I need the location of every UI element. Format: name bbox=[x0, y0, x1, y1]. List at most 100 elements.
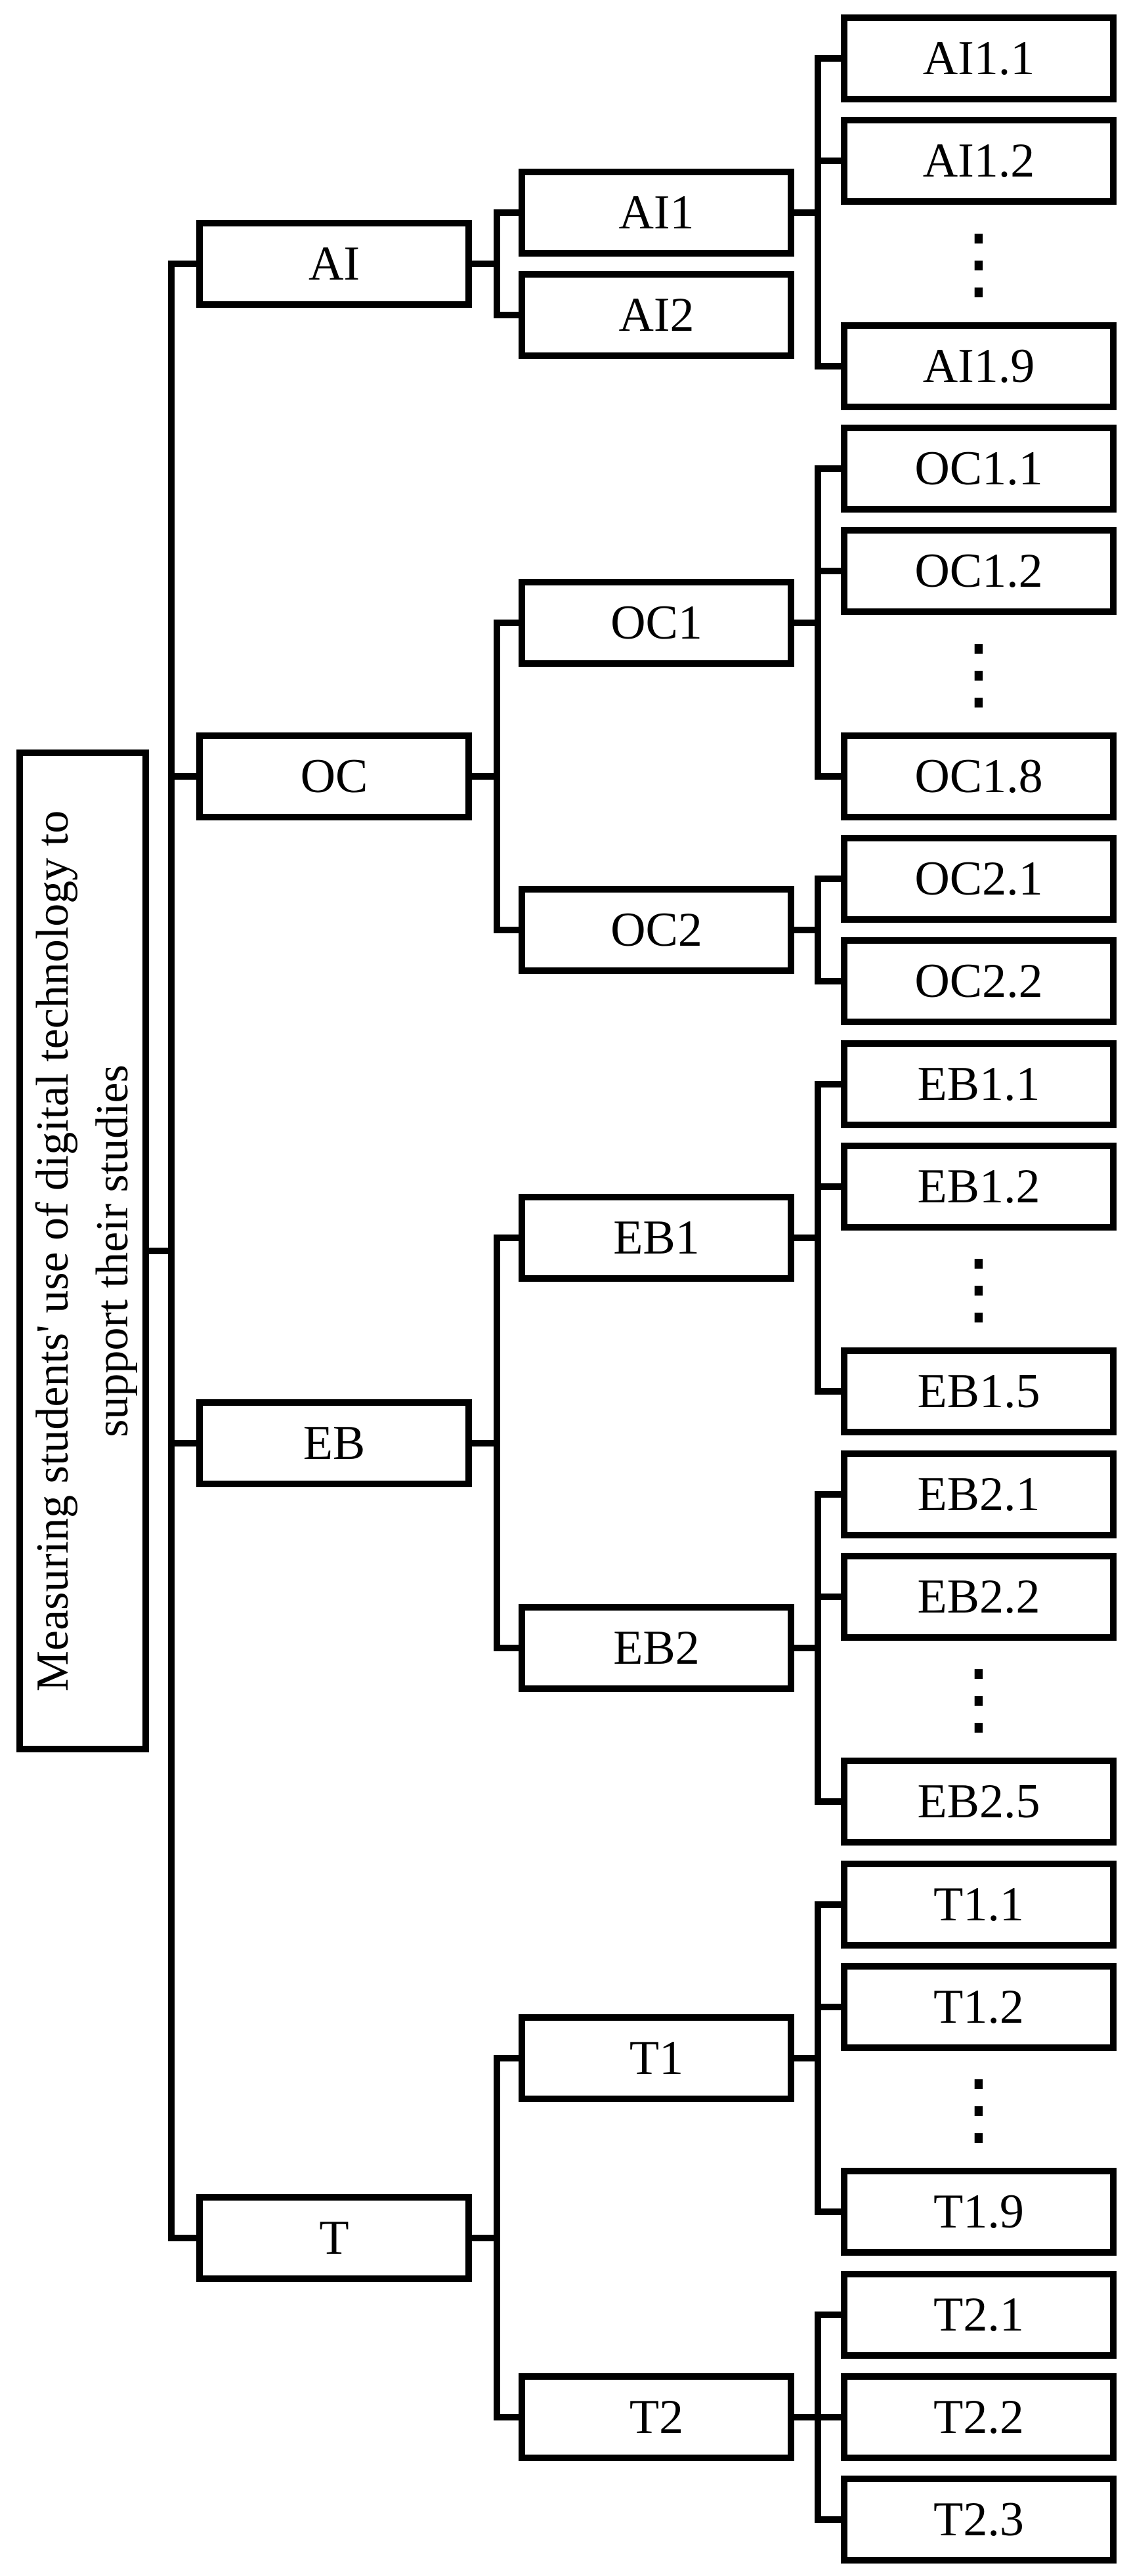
node-t2-1: T2.1 bbox=[841, 2271, 1117, 2359]
node-ai1-9: AI1.9 bbox=[841, 322, 1117, 410]
node-oc1-1-label: OC1.1 bbox=[914, 442, 1043, 496]
leaf-connector-line bbox=[815, 1081, 842, 1087]
node-ai1-9-label: AI1.9 bbox=[922, 339, 1035, 393]
branch-connector-line bbox=[168, 2234, 198, 2241]
node-t2: T2 bbox=[519, 2373, 794, 2461]
node-oc-label: OC bbox=[300, 750, 368, 803]
node-ai1-1: AI1.1 bbox=[841, 14, 1117, 102]
child-to-leaves-line bbox=[793, 209, 821, 216]
node-t1: T1 bbox=[519, 2014, 794, 2102]
root-connector-line bbox=[148, 1247, 175, 1254]
vertical-ellipsis: ⋮ bbox=[939, 1653, 1018, 1744]
node-t1-1-label: T1.1 bbox=[933, 1878, 1024, 1932]
node-oc1-label: OC1 bbox=[610, 596, 702, 650]
children-bracket-line bbox=[494, 619, 500, 933]
branch-to-children-line bbox=[471, 772, 500, 780]
child-connector-line bbox=[494, 311, 520, 318]
node-oc2: OC2 bbox=[519, 886, 794, 974]
node-t2-3: T2.3 bbox=[841, 2476, 1117, 2564]
node-eb2-5-label: EB2.5 bbox=[917, 1775, 1040, 1828]
node-ai1-2-label: AI1.2 bbox=[922, 134, 1035, 188]
leaf-connector-line bbox=[815, 363, 842, 370]
node-eb1-1: EB1.1 bbox=[841, 1040, 1117, 1128]
node-ai2: AI2 bbox=[519, 271, 794, 359]
node-t2-label: T2 bbox=[629, 2390, 684, 2444]
node-t1-2-label: T1.2 bbox=[933, 1980, 1024, 2034]
node-eb2-1: EB2.1 bbox=[841, 1450, 1117, 1538]
node-oc1-8: OC1.8 bbox=[841, 732, 1117, 820]
node-oc1-2: OC1.2 bbox=[841, 527, 1117, 615]
node-eb-label: EB bbox=[303, 1416, 366, 1470]
node-eb2-2-label: EB2.2 bbox=[917, 1570, 1040, 1624]
node-t1-label: T1 bbox=[629, 2031, 684, 2085]
branch-to-children-line bbox=[471, 260, 500, 267]
child-connector-line bbox=[494, 2055, 520, 2061]
leaf-connector-line bbox=[815, 773, 842, 780]
node-oc2-2-label: OC2.2 bbox=[914, 954, 1043, 1008]
child-to-leaves-line bbox=[793, 1645, 821, 1651]
vertical-ellipsis: ⋮ bbox=[939, 2063, 1018, 2155]
node-ai1: AI1 bbox=[519, 169, 794, 257]
node-t1-9: T1.9 bbox=[841, 2168, 1117, 2256]
leaf-connector-line bbox=[815, 465, 842, 472]
node-eb1: EB1 bbox=[519, 1194, 794, 1282]
node-ai2-label: AI2 bbox=[618, 288, 694, 342]
child-to-leaves-line bbox=[793, 927, 821, 933]
node-oc2-1-label: OC2.1 bbox=[914, 852, 1043, 906]
node-eb2-5: EB2.5 bbox=[841, 1758, 1117, 1846]
child-to-leaves-line bbox=[793, 2414, 821, 2420]
branch-connector-line bbox=[168, 772, 198, 780]
root-node-label: Measuring students' use of digital techn… bbox=[23, 811, 142, 1691]
node-oc1-2-label: OC1.2 bbox=[914, 544, 1043, 598]
node-oc2-2: OC2.2 bbox=[841, 937, 1117, 1025]
node-t2-1-label: T2.1 bbox=[933, 2288, 1024, 2342]
child-connector-line bbox=[494, 1645, 520, 1651]
child-to-leaves-line bbox=[793, 1235, 821, 1241]
node-t1-2: T1.2 bbox=[841, 1963, 1117, 2051]
node-eb1-label: EB1 bbox=[613, 1211, 700, 1265]
leaf-connector-line bbox=[815, 1798, 842, 1805]
leaf-connector-line bbox=[815, 1388, 842, 1395]
node-t2-2: T2.2 bbox=[841, 2373, 1117, 2461]
node-ai1-2: AI1.2 bbox=[841, 117, 1117, 205]
leaf-connector-line bbox=[815, 2312, 842, 2318]
child-to-leaves-line bbox=[793, 2055, 821, 2061]
leaf-connector-line bbox=[815, 55, 842, 62]
child-connector-line bbox=[494, 1235, 520, 1241]
node-ai-label: AI bbox=[308, 237, 360, 291]
node-eb1-5-label: EB1.5 bbox=[917, 1364, 1040, 1418]
node-eb: EB bbox=[196, 1399, 472, 1487]
root-node-label-line: support their studies bbox=[87, 1065, 138, 1437]
branch-connector-line bbox=[168, 1439, 198, 1446]
leaf-connector-line bbox=[815, 158, 842, 164]
leaves-bracket-line bbox=[815, 465, 821, 780]
node-eb2-1-label: EB2.1 bbox=[917, 1467, 1040, 1521]
leaf-connector-line bbox=[815, 978, 842, 984]
node-t2-2-label: T2.2 bbox=[933, 2390, 1024, 2444]
leaves-bracket-line bbox=[815, 1901, 821, 2215]
leaf-connector-line bbox=[815, 1491, 842, 1498]
node-ai: AI bbox=[196, 220, 472, 308]
leaves-bracket-line bbox=[815, 1491, 821, 1805]
node-eb2-label: EB2 bbox=[613, 1621, 700, 1675]
branch-to-children-line bbox=[471, 1439, 500, 1446]
node-oc2-1: OC2.1 bbox=[841, 835, 1117, 923]
leaves-bracket-line bbox=[815, 1081, 821, 1395]
child-to-leaves-line bbox=[793, 619, 821, 626]
child-connector-line bbox=[494, 209, 520, 216]
leaf-connector-line bbox=[815, 568, 842, 574]
children-bracket-line bbox=[494, 2055, 500, 2420]
leaf-connector-line bbox=[815, 1183, 842, 1190]
branch-connector-line bbox=[168, 260, 198, 267]
child-connector-line bbox=[494, 619, 520, 626]
leaves-bracket-line bbox=[815, 55, 821, 370]
child-connector-line bbox=[494, 927, 520, 933]
node-t1-9-label: T1.9 bbox=[933, 2185, 1024, 2239]
leaf-connector-line bbox=[815, 2414, 842, 2420]
vertical-ellipsis: ⋮ bbox=[939, 628, 1018, 719]
node-ai1-1-label: AI1.1 bbox=[922, 32, 1035, 85]
node-eb1-5: EB1.5 bbox=[841, 1347, 1117, 1435]
node-t2-3-label: T2.3 bbox=[933, 2493, 1024, 2546]
children-bracket-line bbox=[494, 1235, 500, 1651]
